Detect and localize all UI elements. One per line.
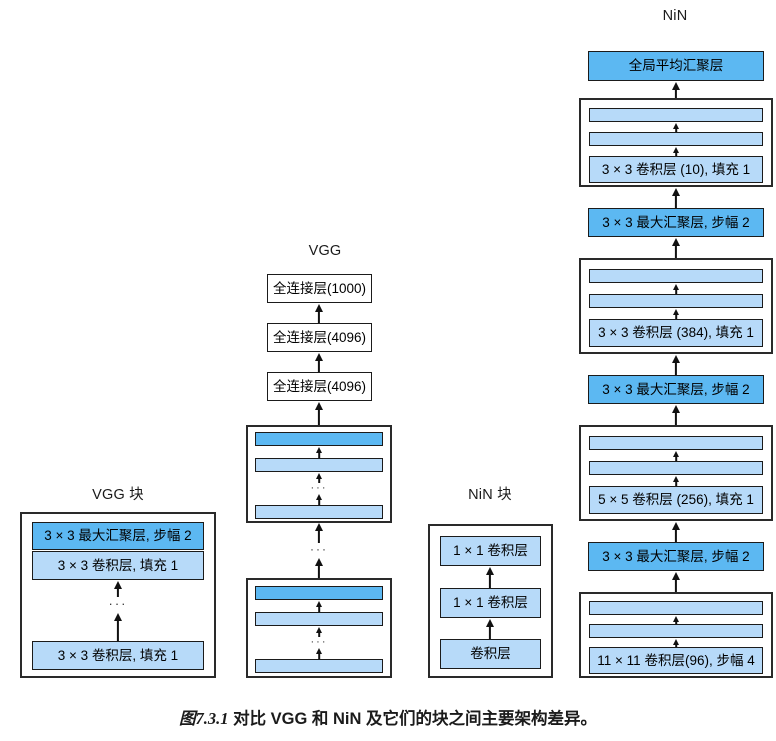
vgg-block-upper-conv-bar-1[interactable] — [255, 458, 383, 472]
vgg-block-ellipsis: ··· — [108, 596, 128, 611]
vgg-block-lower-ellipsis: ··· — [310, 636, 328, 648]
vgg-between-blocks-ellipsis: ··· — [310, 542, 328, 556]
nin-stage-2-bar-1[interactable] — [589, 436, 763, 450]
nin-stage-1-bar-1[interactable] — [589, 601, 763, 615]
vgg-block-conv-top[interactable]: 3 × 3 卷积层, 填充 1 — [32, 551, 204, 580]
nin-stage-1-conv[interactable]: 11 × 11 卷积层(96), 步幅 4 — [589, 647, 763, 674]
nin-stage-3-bar-2[interactable] — [589, 294, 763, 308]
vgg-fc-4096-lower[interactable]: 全连接层(4096) — [267, 372, 372, 401]
figure-caption: 图7.3.1 对比 VGG 和 NiN 及它们的块之间主要架构差异。 — [0, 705, 776, 729]
vgg-block-title: VGG 块 — [92, 487, 144, 503]
nin-block-conv1x1-top[interactable]: 1 × 1 卷积层 — [440, 536, 541, 566]
nin-stage-1-bar-2[interactable] — [589, 624, 763, 638]
nin-block-conv[interactable]: 卷积层 — [440, 639, 541, 669]
nin-maxpool-3[interactable]: 3 × 3 最大汇聚层, 步幅 2 — [588, 208, 764, 237]
nin-block-conv1x1-mid[interactable]: 1 × 1 卷积层 — [440, 588, 541, 618]
nin-stage-4-bar-2[interactable] — [589, 132, 763, 146]
vgg-block-lower-conv-bar-2[interactable] — [255, 659, 383, 673]
figure-caption-text: 对比 VGG 和 NiN 及它们的块之间主要架构差异。 — [233, 710, 598, 728]
nin-stage-4-conv[interactable]: 3 × 3 卷积层 (10), 填充 1 — [589, 156, 763, 183]
figure-number: 图7.3.1 — [178, 709, 229, 728]
vgg-block-upper-ellipsis: ··· — [310, 482, 328, 494]
nin-stage-2-conv[interactable]: 5 × 5 卷积层 (256), 填充 1 — [589, 486, 763, 514]
nin-stage-4-bar-1[interactable] — [589, 108, 763, 122]
vgg-fc-4096-upper[interactable]: 全连接层(4096) — [267, 323, 372, 352]
vgg-block-lower-pool-bar[interactable] — [255, 586, 383, 600]
vgg-block-lower-conv-bar-1[interactable] — [255, 612, 383, 626]
nin-maxpool-2[interactable]: 3 × 3 最大汇聚层, 步幅 2 — [588, 375, 764, 404]
vgg-block-maxpool[interactable]: 3 × 3 最大汇聚层, 步幅 2 — [32, 522, 204, 550]
nin-block-title: NiN 块 — [468, 487, 512, 503]
nin-stage-2-bar-2[interactable] — [589, 461, 763, 475]
nin-title: NiN — [662, 8, 688, 24]
vgg-title: VGG — [308, 243, 342, 259]
vgg-block-conv-bottom[interactable]: 3 × 3 卷积层, 填充 1 — [32, 641, 204, 670]
vgg-block-upper-conv-bar-2[interactable] — [255, 505, 383, 519]
nin-stage-3-conv[interactable]: 3 × 3 卷积层 (384), 填充 1 — [589, 319, 763, 347]
vgg-fc-1000[interactable]: 全连接层(1000) — [267, 274, 372, 303]
nin-maxpool-1[interactable]: 3 × 3 最大汇聚层, 步幅 2 — [588, 542, 764, 571]
vgg-block-upper-pool-bar[interactable] — [255, 432, 383, 446]
nin-global-avg-pool[interactable]: 全局平均汇聚层 — [588, 51, 764, 81]
nin-stage-3-bar-1[interactable] — [589, 269, 763, 283]
